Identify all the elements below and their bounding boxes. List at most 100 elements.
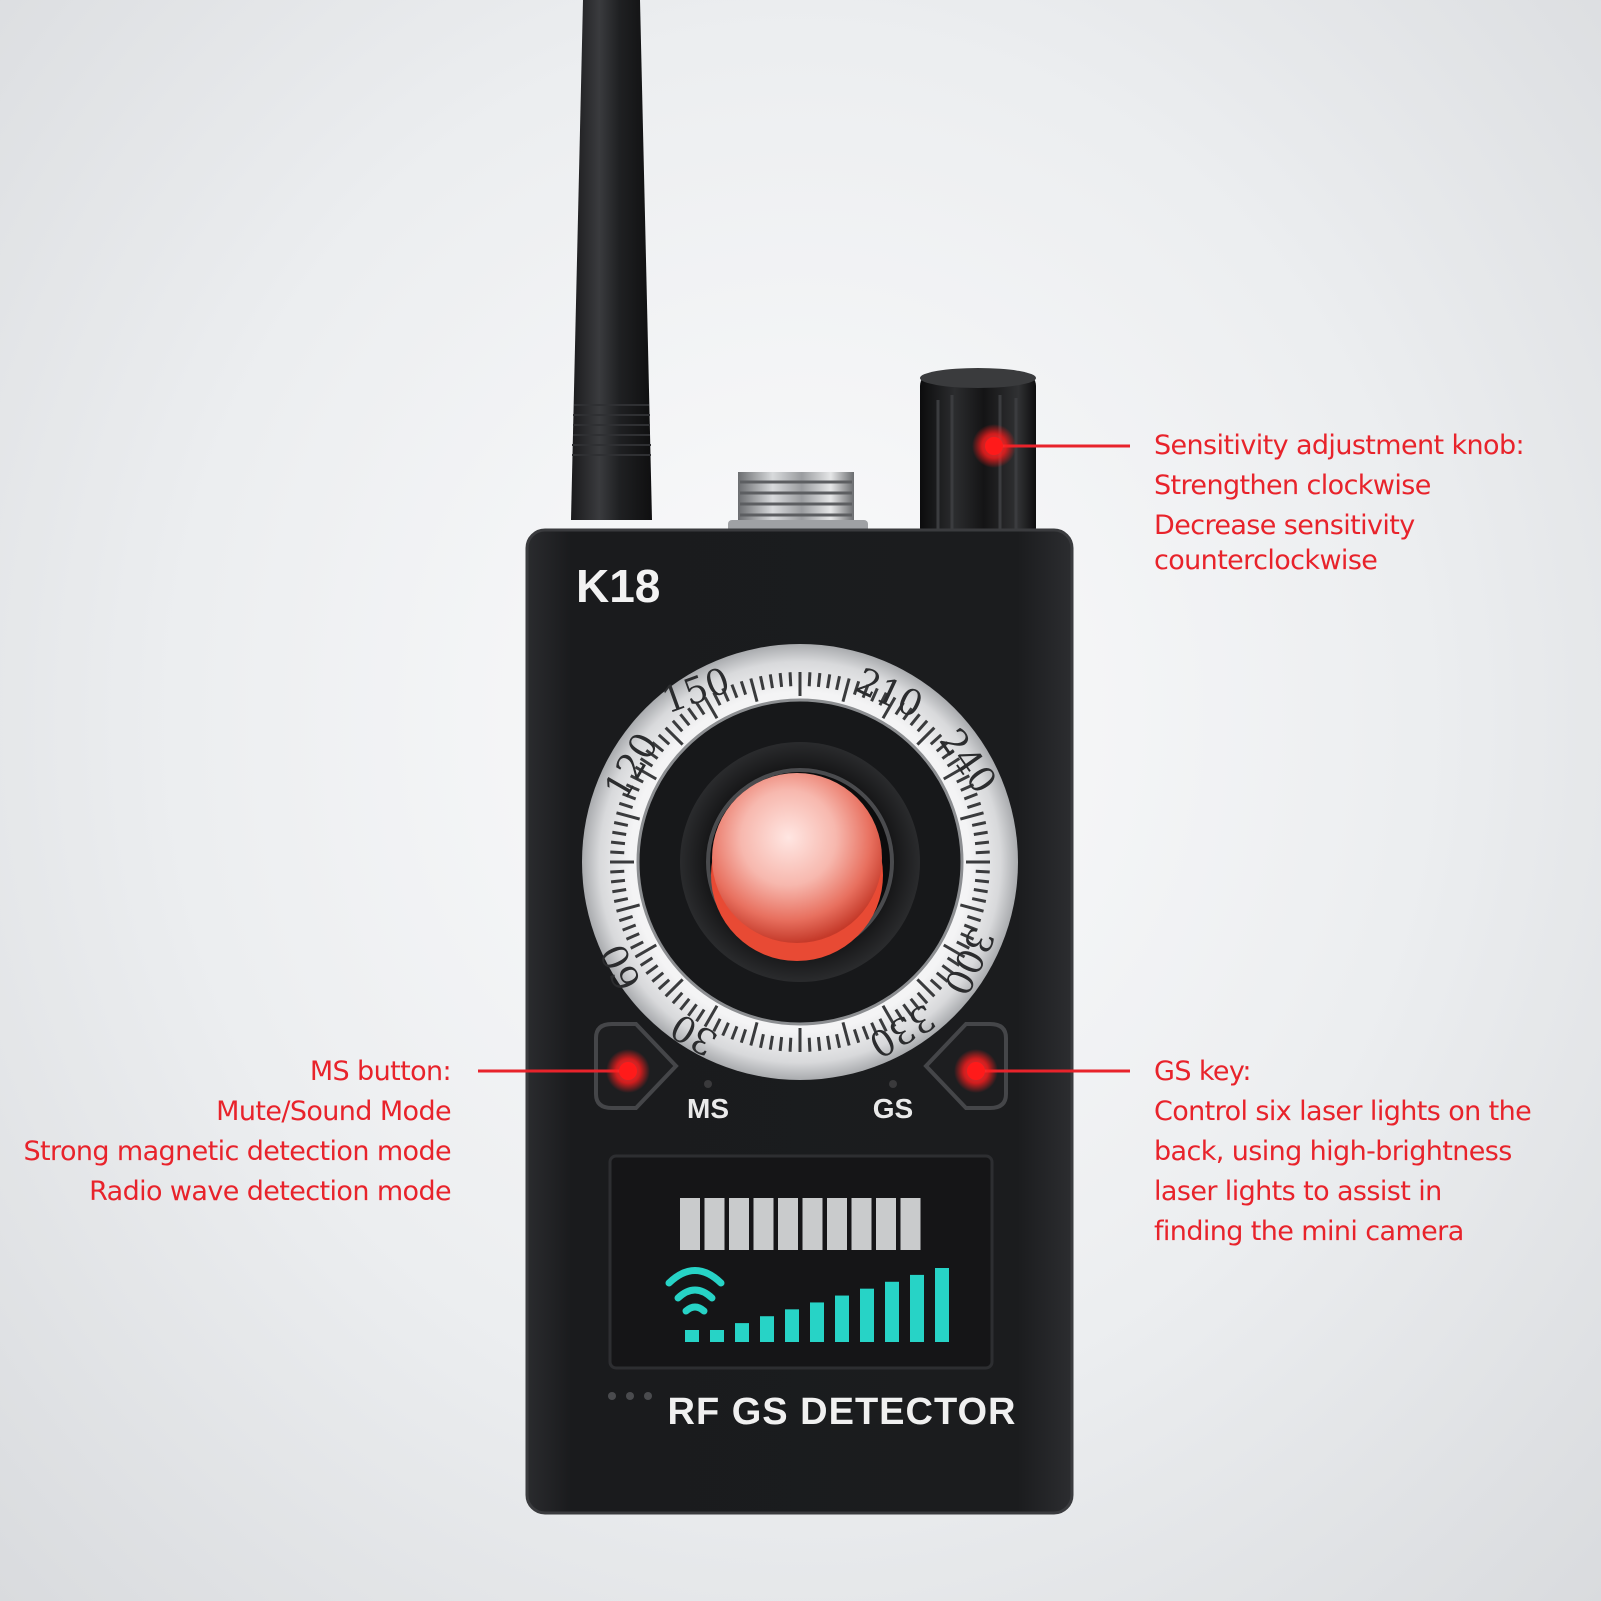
dial-tick (959, 903, 984, 913)
dial-tick (687, 707, 698, 721)
led-segment (680, 1198, 700, 1250)
dial-tick (703, 1005, 719, 1028)
dial-tick (929, 978, 943, 991)
dial-tick (610, 869, 625, 874)
gs-callout-line: Control six laser lights on the (1154, 1096, 1532, 1127)
dial-tick (841, 1021, 851, 1046)
dial-tick (909, 997, 921, 1011)
brand-label: RF GS DETECTOR (668, 1391, 1017, 1433)
dial-tick (973, 830, 988, 836)
led-segment (851, 1198, 872, 1250)
gs-callout-line: back, using high-brightness (1154, 1136, 1512, 1167)
dial-tick (671, 991, 684, 1005)
led-segment (802, 1198, 823, 1250)
knob-callout-line: counterclockwise (1154, 545, 1378, 576)
dial-tick (759, 1033, 765, 1049)
ms-callout-line: Mute/Sound Mode (216, 1096, 451, 1127)
dial-tick (971, 821, 987, 827)
dial-tick (664, 978, 684, 998)
dial-tick (730, 1025, 739, 1040)
dial-tick (622, 923, 637, 932)
dial-tick (935, 741, 949, 753)
dial-tick (966, 801, 982, 810)
gs-callout-line: laser lights to assist in (1154, 1176, 1442, 1207)
dial-tick (721, 1022, 730, 1037)
led-segment-strip (680, 1198, 921, 1250)
dial-tick (639, 757, 654, 768)
dial-tick (616, 811, 641, 821)
dial-tick (703, 696, 719, 719)
dial-tick (807, 672, 812, 687)
dial-tick (630, 940, 644, 950)
led-segment (704, 1198, 725, 1250)
signal-bar (810, 1302, 824, 1342)
dial-tick (679, 713, 691, 727)
dial-tick (826, 674, 832, 689)
dial-tick (878, 692, 888, 706)
gs-button-label: GS (873, 1093, 913, 1124)
dial-tick (841, 678, 851, 703)
dial-tick (778, 672, 784, 688)
dial-tick (788, 1037, 793, 1052)
dial-tick (651, 741, 665, 753)
dial-tick (935, 971, 949, 983)
signal-bar (760, 1316, 774, 1342)
dial-tick (664, 726, 684, 746)
led-segment (753, 1198, 774, 1250)
dial-tick (960, 932, 975, 941)
dial-tick (749, 1021, 759, 1046)
led-segment (876, 1198, 896, 1250)
signal-bar (710, 1330, 724, 1342)
dial-tick (963, 923, 978, 932)
dial-tick (639, 956, 654, 967)
antenna-connector (728, 472, 868, 538)
dial-tick (902, 1003, 913, 1017)
dial-tick (612, 830, 627, 836)
dial-tick (966, 914, 982, 923)
dial-tick (881, 696, 897, 719)
dial-tick (695, 1008, 706, 1023)
dial-tick (946, 757, 961, 768)
dial-tick (610, 840, 626, 846)
dial-tick (974, 840, 990, 846)
dial-tick (826, 1035, 832, 1050)
led-segment (729, 1198, 749, 1250)
dial-tick (788, 672, 793, 687)
knob-callout-title: Sensitivity adjustment knob: (1154, 430, 1525, 461)
dial-tick (870, 1022, 879, 1037)
dial-tick (835, 675, 841, 691)
signal-bar (835, 1295, 849, 1342)
dial-tick (610, 850, 625, 855)
dial-tick (768, 1035, 774, 1050)
dial-tick (971, 897, 987, 903)
ms-callout-title: MS button: (309, 1056, 452, 1087)
dial-tick (916, 991, 929, 1005)
dial-tick (739, 680, 748, 696)
dial-tick (610, 878, 626, 884)
ms-callout: MS button: Mute/Sound Mode Strong magnet… (23, 1052, 452, 1212)
gs-callout-line: finding the mini camera (1154, 1216, 1464, 1247)
signal-bar (910, 1274, 924, 1342)
ms-callout-pointer (478, 1049, 650, 1093)
dial-tick (657, 733, 671, 746)
dial-tick (941, 749, 955, 760)
dial-tick (616, 903, 641, 913)
dial-tick (768, 674, 774, 689)
dial-tick (816, 1036, 822, 1052)
speaker-holes (608, 1392, 652, 1400)
dial-tick (975, 869, 990, 874)
led-segment (778, 1198, 798, 1250)
dial-tick (861, 1025, 870, 1040)
ms-callout-line: Strong magnetic detection mode (23, 1136, 452, 1167)
knob-callout-line: Decrease sensitivity (1154, 510, 1415, 541)
dial-tick (721, 687, 730, 702)
dial-tick (730, 684, 739, 699)
dial-tick (943, 943, 966, 959)
dial-tick (645, 749, 659, 760)
dial-tick (625, 783, 640, 792)
dial-tick (687, 1003, 698, 1017)
dial-tick (959, 811, 984, 821)
dial-tick (975, 850, 990, 855)
signal-bar (735, 1323, 749, 1342)
